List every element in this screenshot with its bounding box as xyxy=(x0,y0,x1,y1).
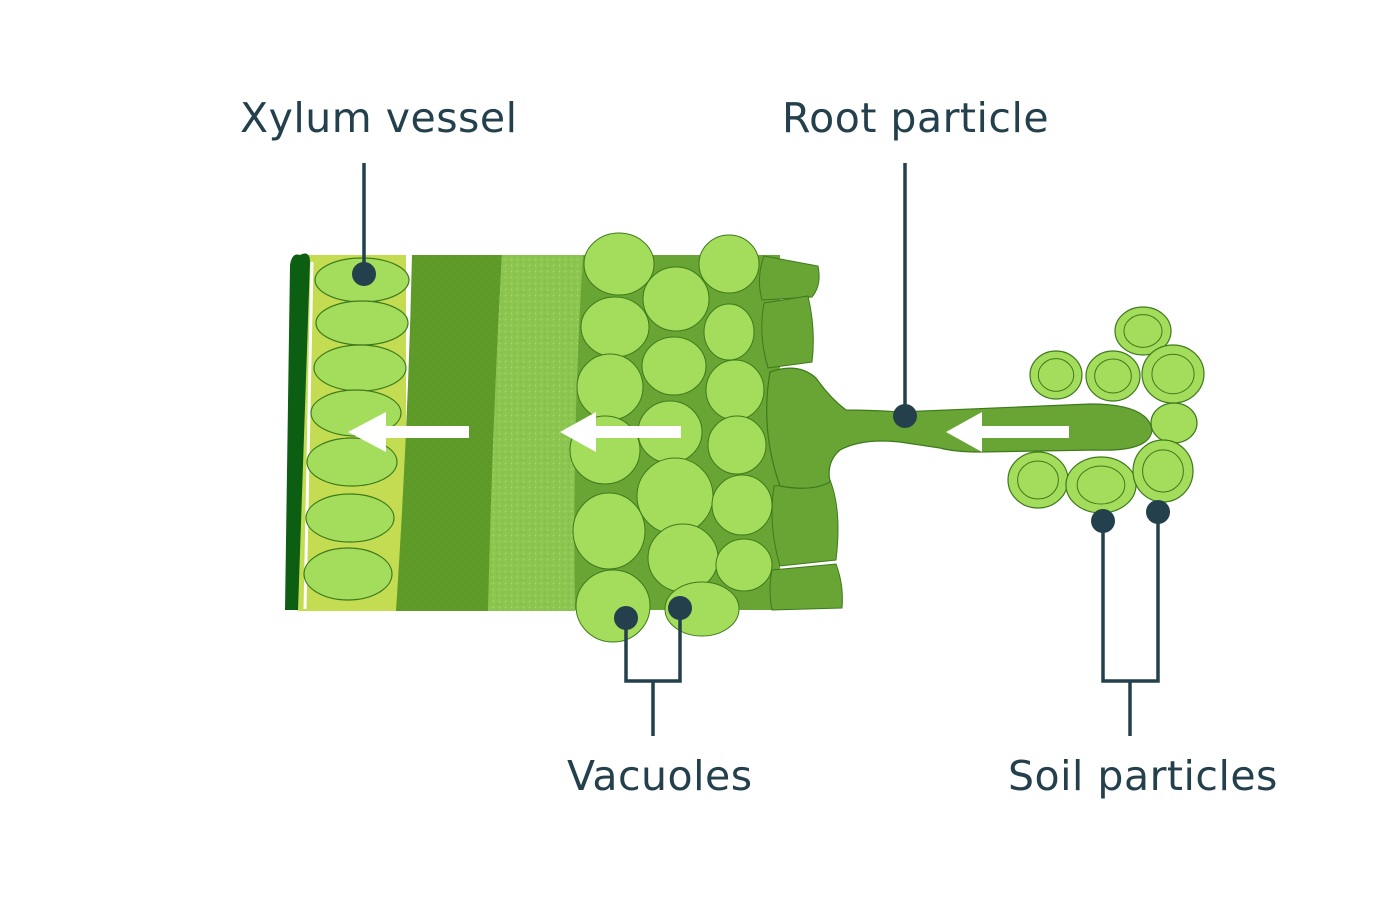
epidermal-cell xyxy=(771,479,839,567)
soil-particle xyxy=(1150,402,1198,444)
vacuole-cell xyxy=(583,232,655,296)
vacuole-cell xyxy=(705,359,765,421)
vacuole-pointer-dot xyxy=(668,596,692,620)
vacuole-cell xyxy=(576,353,644,421)
vacuole-pointer-dot xyxy=(614,606,638,630)
leader-dots xyxy=(352,262,1170,630)
root-particle-label: Root particle xyxy=(782,94,1050,142)
xylem-wall xyxy=(285,253,310,610)
vacuole-cell xyxy=(711,474,773,536)
xylem-cell xyxy=(303,547,393,601)
vacuole-cell xyxy=(641,336,707,396)
soil-particle xyxy=(1114,306,1172,356)
vacuole-cell xyxy=(580,296,650,358)
xylum-vessel-label: Xylum vessel xyxy=(240,94,518,142)
soil-pointer-dot xyxy=(1091,509,1115,533)
vacuole-cell xyxy=(698,234,760,294)
soil-particles-label: Soil particles xyxy=(1008,752,1278,800)
soil-particles xyxy=(1007,306,1205,514)
soil-particle xyxy=(1141,344,1205,404)
vacuole-cell xyxy=(703,303,755,361)
vacuole-cell xyxy=(636,457,714,535)
soil-particle-core xyxy=(1094,358,1132,394)
vacuoles-leader-line xyxy=(624,608,682,736)
epidermal-cell xyxy=(769,563,843,611)
leader-lines xyxy=(362,163,1160,736)
flow-arrow xyxy=(946,412,1069,452)
soil-particle-core xyxy=(1037,358,1075,392)
soil-particle xyxy=(1029,350,1083,400)
epidermal-cell xyxy=(758,255,820,301)
soil-particle xyxy=(1065,456,1137,514)
soil-particle xyxy=(1007,451,1069,509)
xylem-cell xyxy=(313,344,407,392)
root-pointer-dot xyxy=(893,404,917,428)
soil-particle-core xyxy=(1142,449,1184,493)
vacuoles-label: Vacuoles xyxy=(567,752,753,800)
xylem-wall-highlight xyxy=(303,261,314,610)
soil-particle-core xyxy=(1017,460,1059,500)
soil-particle xyxy=(1132,439,1194,503)
flow-arrow xyxy=(560,412,681,452)
xylem-cell xyxy=(305,493,395,543)
vacuole-cell xyxy=(572,492,646,570)
soil-pointer-dot xyxy=(1146,500,1170,524)
soil-leader-line xyxy=(1101,512,1160,736)
soil-particle-core xyxy=(1151,353,1195,395)
xylum-pointer-dot xyxy=(352,262,376,286)
xylem-cell xyxy=(315,300,409,346)
vacuole-cell xyxy=(664,581,740,637)
water-flow-arrows xyxy=(348,412,1069,452)
flow-arrow xyxy=(348,412,469,452)
vacuole-cell xyxy=(707,415,767,475)
vacuole-cell xyxy=(642,266,710,332)
epidermal-cell xyxy=(761,295,814,369)
vacuole-cell xyxy=(575,569,651,643)
xylem-cell xyxy=(306,437,398,487)
soil-particle xyxy=(1085,350,1141,402)
light-band-texture xyxy=(488,255,585,611)
soil-particle-core xyxy=(1123,314,1163,348)
vacuole-cell xyxy=(715,538,773,592)
soil-particle-core xyxy=(1076,465,1126,505)
